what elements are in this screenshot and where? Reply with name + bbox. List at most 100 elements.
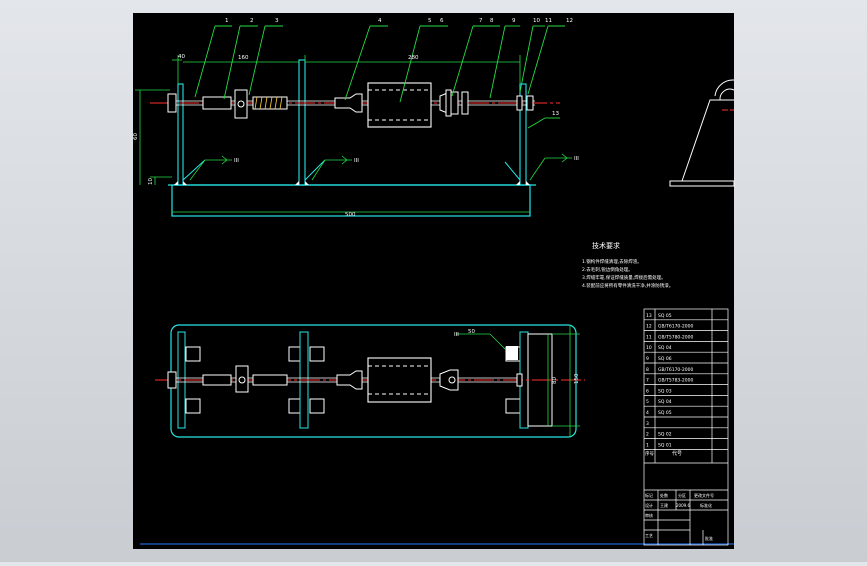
top-slider-block (235, 365, 249, 393)
balloon-2: 2 (250, 18, 254, 24)
tech-item-4: 4.装配前应将所有零件清洗干净,并涂防锈漆。 (582, 282, 673, 289)
bom-row-no: 7 (646, 378, 649, 384)
weld-label-2: III (354, 158, 359, 164)
bom-row-no: 11 (646, 334, 652, 340)
dim-40: 40 (178, 54, 185, 60)
tech-title: 技术要求 (592, 241, 620, 250)
side-view (669, 79, 735, 187)
side-bracket-edge (681, 99, 734, 182)
weld-label-3: III (574, 156, 579, 162)
balloon-9: 9 (512, 18, 516, 24)
tb-process: 工艺 (645, 533, 653, 538)
bom-row-no: 1 (646, 442, 649, 448)
bom-row-code: SQ 05 (658, 410, 672, 416)
pin (237, 100, 245, 108)
balloon-5: 5 (428, 18, 432, 24)
top-nut (167, 371, 177, 389)
top-spring (252, 374, 288, 386)
top-connector (336, 370, 363, 390)
bom-row-no: 3 (646, 421, 649, 427)
top-nut-right (516, 373, 523, 387)
bom-row-no: 9 (646, 356, 649, 362)
top-sleeve (202, 374, 232, 386)
bom-row-code: GB/T5780-2000 (658, 334, 694, 340)
gusset (504, 161, 521, 181)
nut (445, 89, 452, 117)
balloon-8: 8 (490, 18, 494, 24)
tb-date: 2009.6 (676, 503, 690, 508)
bom-row-code: SQ 04 (658, 399, 672, 405)
tb-mark: 标记 (645, 492, 653, 498)
upright-middle (298, 59, 306, 186)
balloon-12: 12 (566, 18, 573, 24)
front-view-labels: 1 2 3 4 5 6 7 8 9 10 11 12 13 40 160 280… (133, 18, 579, 218)
bom-row-code: GB/T5783-2000 (658, 378, 694, 384)
spring-coils (254, 96, 283, 110)
balloon-6: 6 (440, 18, 444, 24)
slider-block (234, 89, 248, 119)
dim-280: 280 (408, 55, 419, 61)
sleeve (202, 96, 232, 110)
dimension-lines (135, 55, 530, 213)
bom-row-code: SQ 03 (658, 388, 672, 394)
bom-row-code: GB/T6170-2000 (658, 324, 694, 330)
balloon-7: 7 (479, 18, 483, 24)
balloon-13: 13 (552, 111, 559, 117)
drawing-sheet (133, 13, 734, 549)
nut (461, 91, 469, 115)
tech-item-1: 1.钢构件焊缝清理,去除焊渣。 (582, 258, 642, 265)
bom-row-no: 2 (646, 432, 649, 438)
bom-row-code: GB/T6170-2000 (658, 367, 694, 373)
bom-header-no: 序号 (645, 450, 654, 457)
tb-change: 更改文件号 (694, 492, 714, 498)
bom-table (643, 308, 729, 546)
bom-row-no: 6 (646, 388, 649, 394)
bom-row-code: SQ 06 (658, 356, 672, 362)
tb-approve: 批准 (705, 535, 713, 541)
side-hole-inner (719, 88, 735, 101)
side-base (669, 180, 735, 187)
balloon-3: 3 (275, 18, 279, 24)
tech-requirements: 技术要求 1.钢构件焊缝清理,去除焊渣。 2.去毛刺,锐边倒角处理。 3.焊缝牢… (582, 241, 673, 289)
weld-marks (174, 181, 530, 185)
nut-right (526, 95, 534, 111)
tb-zone: 分区 (678, 492, 686, 498)
dim-150: 150 (574, 373, 580, 384)
gusset (182, 159, 206, 181)
bom-row-no: 10 (646, 345, 652, 351)
dim-60: 60 (133, 133, 139, 140)
tb-standard: 标准化 (700, 502, 712, 508)
bom-row-no: 13 (646, 313, 652, 319)
tb-designer: 王建 (660, 502, 668, 508)
tb-design: 设计 (645, 502, 653, 508)
top-view (155, 324, 585, 438)
weld-label-50: 50 (468, 329, 475, 335)
bom-row-no: 5 (646, 399, 649, 405)
balloon-10: 10 (533, 18, 540, 24)
tb-count: 处数 (660, 492, 668, 498)
dim-160: 160 (238, 55, 249, 61)
tech-item-2: 2.去毛刺,锐边倒角处理。 (582, 266, 633, 273)
weld-label-top: III (454, 332, 459, 338)
bom-row-code: SQ 01 (658, 442, 672, 448)
nut-right (516, 95, 523, 111)
top-pin (238, 376, 246, 384)
balloon-11: 11 (545, 18, 552, 24)
bom-row-code: SQ 05 (658, 313, 672, 319)
bom-row-no: 4 (646, 410, 649, 416)
top-cylinder (367, 357, 432, 403)
upright-left (177, 83, 184, 186)
weld-label-1: III (234, 158, 239, 164)
bom-row-code: SQ 04 (658, 345, 672, 351)
tb-review: 审核 (645, 512, 653, 518)
balloon-4: 4 (378, 18, 382, 24)
title-block: 标记 处数 分区 更改文件号 设计 王建 2009.6 标准化 审核 工艺 批准 (645, 492, 714, 541)
top-dimension-lines (456, 325, 580, 437)
side-hole-arc (714, 79, 735, 97)
bom-headers: 序号 代号 (645, 450, 682, 457)
weld-symbols (189, 153, 572, 181)
top-pin-right (448, 376, 456, 384)
